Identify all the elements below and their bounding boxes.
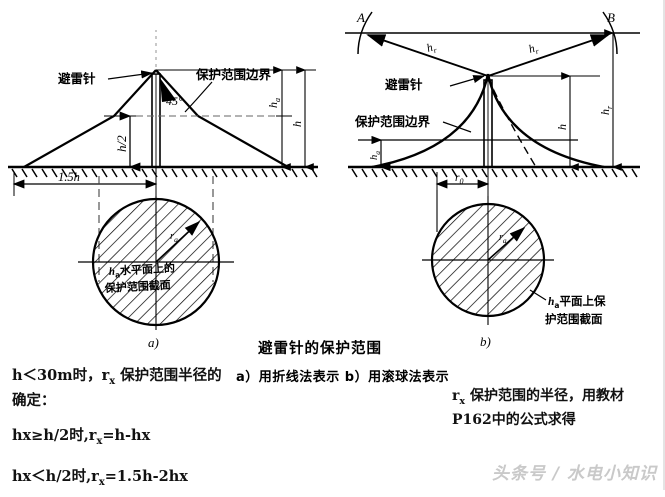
- panel-a-angle-wedge: [160, 78, 176, 102]
- notes-left-block: h＜30m时，rx 保护范围半径的确定： hx≥h/2时,rx=h-hx hx＜…: [12, 366, 227, 497]
- svg-text:hr: hr: [598, 105, 614, 115]
- svg-text:hr: hr: [527, 42, 540, 58]
- svg-text:保护范围截面: 保护范围截面: [103, 278, 171, 295]
- panel-b-circle-caption-leader: [529, 289, 547, 301]
- panel-b-panel-label: b): [480, 334, 491, 349]
- note-left-line-4: hx＜h/2时,rx=1.5h-2hx: [12, 467, 188, 488]
- svg-text:hr: hr: [425, 41, 438, 57]
- panel-a-dim-h-label: h: [290, 121, 304, 127]
- panel-b-hr-right-label: hr: [527, 42, 540, 58]
- panel-a-rod-leader: [107, 70, 154, 80]
- panel-a-radius-arrow: [155, 220, 201, 263]
- panel-a-boundary-label: 保护范围边界: [195, 67, 272, 82]
- panel-a-dim-ha-label: ha: [266, 98, 282, 108]
- panel-a-dim-ha-text: h: [266, 102, 280, 108]
- panel-a-dim-h-text: h: [290, 121, 304, 127]
- panel-b-point-a-label: A: [356, 10, 365, 25]
- svg-text:ha: ha: [266, 98, 282, 108]
- panel-b-dim-h-label: h: [555, 124, 569, 130]
- panel-b-hr-lines: [366, 34, 610, 77]
- figure-caption-title: 避雷针的保护范围: [258, 341, 382, 357]
- panel-a-radius-label: ra: [170, 231, 178, 244]
- panel-b-radius-label: ra: [499, 232, 507, 245]
- panel-a-dim-half-h-text: h/2: [114, 135, 129, 152]
- panel-b-dim-hr: [604, 29, 624, 171]
- panel-a-panel-label: a): [148, 335, 159, 350]
- figure-caption-subtitle: a）用折线法表示 b）用滚球法表示: [236, 370, 450, 385]
- panel-b-lightning-rod-mast: [483, 79, 493, 168]
- watermark: 头条号 / 水电小知识: [491, 464, 657, 484]
- panel-b-boundary-leader: [442, 121, 472, 133]
- panel-a-circle-caption: ha水平面上的 保护范围截面: [103, 261, 175, 295]
- page-right-border: [663, 0, 665, 490]
- panel-a-dim-half-h-label: h/2: [114, 135, 129, 152]
- panel-a-dim-h: [296, 66, 316, 171]
- panel-a-dim-half-h: [104, 111, 141, 172]
- svg-text:ha平面上保: ha平面上保: [548, 294, 606, 310]
- panel-b-ground-line: [348, 165, 640, 178]
- panel-b-point-b-label: B: [607, 10, 615, 25]
- svg-text:h: h: [555, 124, 569, 130]
- panel-a-rod-label: 避雷针: [58, 71, 96, 86]
- panel-a-dim-1-5h-label: 1.5h: [58, 170, 80, 184]
- panel-a-boundary-leader: [184, 81, 213, 113]
- panel-b: [345, 11, 640, 325]
- note-left-line-1: h＜30m时，rx 保护范围半径的确定：: [12, 367, 222, 409]
- panel-a-dim-1-5h: [12, 167, 158, 196]
- panel-a-dim-ha: [273, 66, 296, 171]
- svg-text:护范围截面: 护范围截面: [545, 312, 603, 326]
- panel-b-dim-r0-label: r0: [455, 172, 463, 186]
- panel-b-radius-arrow: [487, 226, 526, 261]
- svg-text:ha水平面上的: ha水平面上的: [108, 261, 175, 280]
- panel-a-dim-ha-sub: a: [273, 98, 282, 102]
- panel-b-circle-caption: ha平面上保 护范围截面: [545, 294, 606, 326]
- panel-b-rod-leader: [449, 75, 486, 87]
- panel-a-angle-label: 45°: [166, 94, 183, 108]
- panel-b-hr-left-label: hr: [425, 41, 438, 57]
- panel-b-rod-label: 避雷针: [385, 77, 423, 92]
- panel-a: [8, 30, 318, 330]
- panel-b-dim-ha-label: ha: [369, 151, 382, 160]
- notes-right-block: rx 保护范围的半径，用教材P162中的公式求得: [452, 388, 624, 428]
- svg-text:ha: ha: [369, 151, 382, 160]
- panel-a-lightning-rod-mast: [151, 30, 161, 168]
- panel-b-boundary-label: 保护范围边界: [354, 114, 431, 129]
- panel-b-dashed-curve: [487, 77, 537, 168]
- panel-b-dim-hr-vert-label: hr: [598, 105, 614, 115]
- panel-a-ground-line: [8, 165, 318, 178]
- panel-a-projection-lines: [98, 176, 214, 282]
- note-left-line-3: hx≥h/2时,rx=h-hx: [12, 426, 151, 447]
